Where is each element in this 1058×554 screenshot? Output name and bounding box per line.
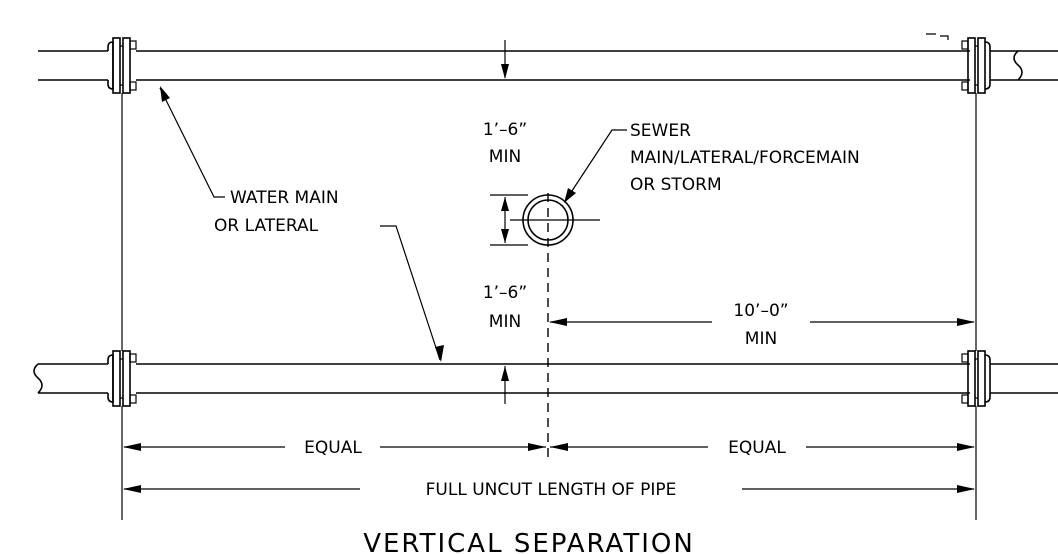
water-main-label-line2: OR LATERAL xyxy=(214,216,319,236)
sewer-label-line1: SEWER xyxy=(630,121,691,141)
extension-lines xyxy=(121,93,977,520)
lower-clearance-dimension xyxy=(501,366,509,404)
full-length-dimension xyxy=(123,485,975,493)
drawing-title: VERTICAL SEPARATION xyxy=(363,529,695,554)
full-length-label: FULL UNCUT LENGTH OF PIPE xyxy=(426,480,677,500)
upper-clearance-dimension xyxy=(501,40,509,79)
horizontal-distance-value: 10’–0” xyxy=(733,301,788,321)
lower-water-main xyxy=(33,350,1058,407)
sewer-label-line2: MAIN/LATERAL/FORCEMAIN xyxy=(630,148,860,168)
lower-clearance-min: MIN xyxy=(489,312,521,332)
equal-left-label: EQUAL xyxy=(304,438,362,458)
sewer-leader xyxy=(564,129,627,203)
horizontal-distance-dimension xyxy=(549,318,975,326)
upper-clearance-value: 1’–6” xyxy=(483,120,527,140)
water-main-leader xyxy=(159,86,444,362)
upper-clearance-min: MIN xyxy=(489,147,521,167)
lower-clearance-value: 1’–6” xyxy=(483,283,527,303)
equal-dimension xyxy=(123,443,975,451)
equal-right-label: EQUAL xyxy=(728,438,786,458)
sewer-label-line3: OR STORM xyxy=(630,175,722,195)
horizontal-distance-min: MIN xyxy=(745,329,777,349)
sewer-pipe xyxy=(490,194,600,246)
upper-water-main xyxy=(38,33,1058,94)
water-main-label-line1: WATER MAIN xyxy=(230,188,339,208)
